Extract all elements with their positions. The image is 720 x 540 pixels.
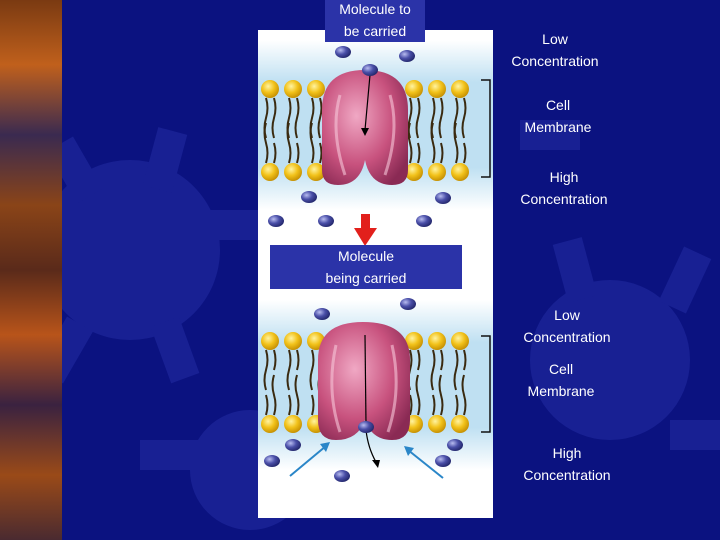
molecules-top <box>268 46 451 227</box>
label-top-high-concentration: High Concentration <box>514 166 614 210</box>
label-bottom-high-concentration: High Concentration <box>517 442 617 486</box>
bottom-membrane <box>258 298 493 482</box>
label-top-low-concentration: Low Concentration <box>505 28 605 72</box>
label-line: Cell <box>548 361 574 377</box>
label-line: Concentration <box>511 53 599 69</box>
label-energy-left: Energy <box>258 493 303 509</box>
label-line: Cell <box>545 97 571 113</box>
label-line: Membrane <box>527 383 595 399</box>
label-bottom-cell-membrane: Cell Membrane <box>511 358 611 402</box>
transition-arrow <box>354 214 377 246</box>
label-line: being carried <box>325 270 407 286</box>
carrier-protein-bottom <box>318 322 410 440</box>
label-top-cell-membrane: Cell Membrane <box>508 94 608 138</box>
label-molecule-to-be-carried: Molecule to be carried <box>325 0 425 42</box>
top-membrane <box>258 40 493 227</box>
molecules-bottom <box>264 298 463 482</box>
energy-arrows <box>289 442 444 479</box>
label-line: Concentration <box>520 191 608 207</box>
label-line: Concentration <box>523 467 611 483</box>
label-line: High <box>549 169 579 185</box>
label-line: Concentration <box>523 329 611 345</box>
label-molecule-being-carried: Molecule being carried <box>270 245 462 289</box>
label-line: Molecule to <box>339 1 411 17</box>
decorative-side-strip <box>0 0 62 540</box>
label-line: be carried <box>343 23 407 39</box>
label-line: Membrane <box>524 119 592 135</box>
label-energy-right: Energy <box>432 493 477 509</box>
label-line: High <box>552 445 582 461</box>
label-line: Low <box>542 31 568 47</box>
label-line: Molecule <box>337 248 395 264</box>
label-line: Low <box>554 307 580 323</box>
label-bottom-low-concentration: Low Concentration <box>517 304 617 348</box>
